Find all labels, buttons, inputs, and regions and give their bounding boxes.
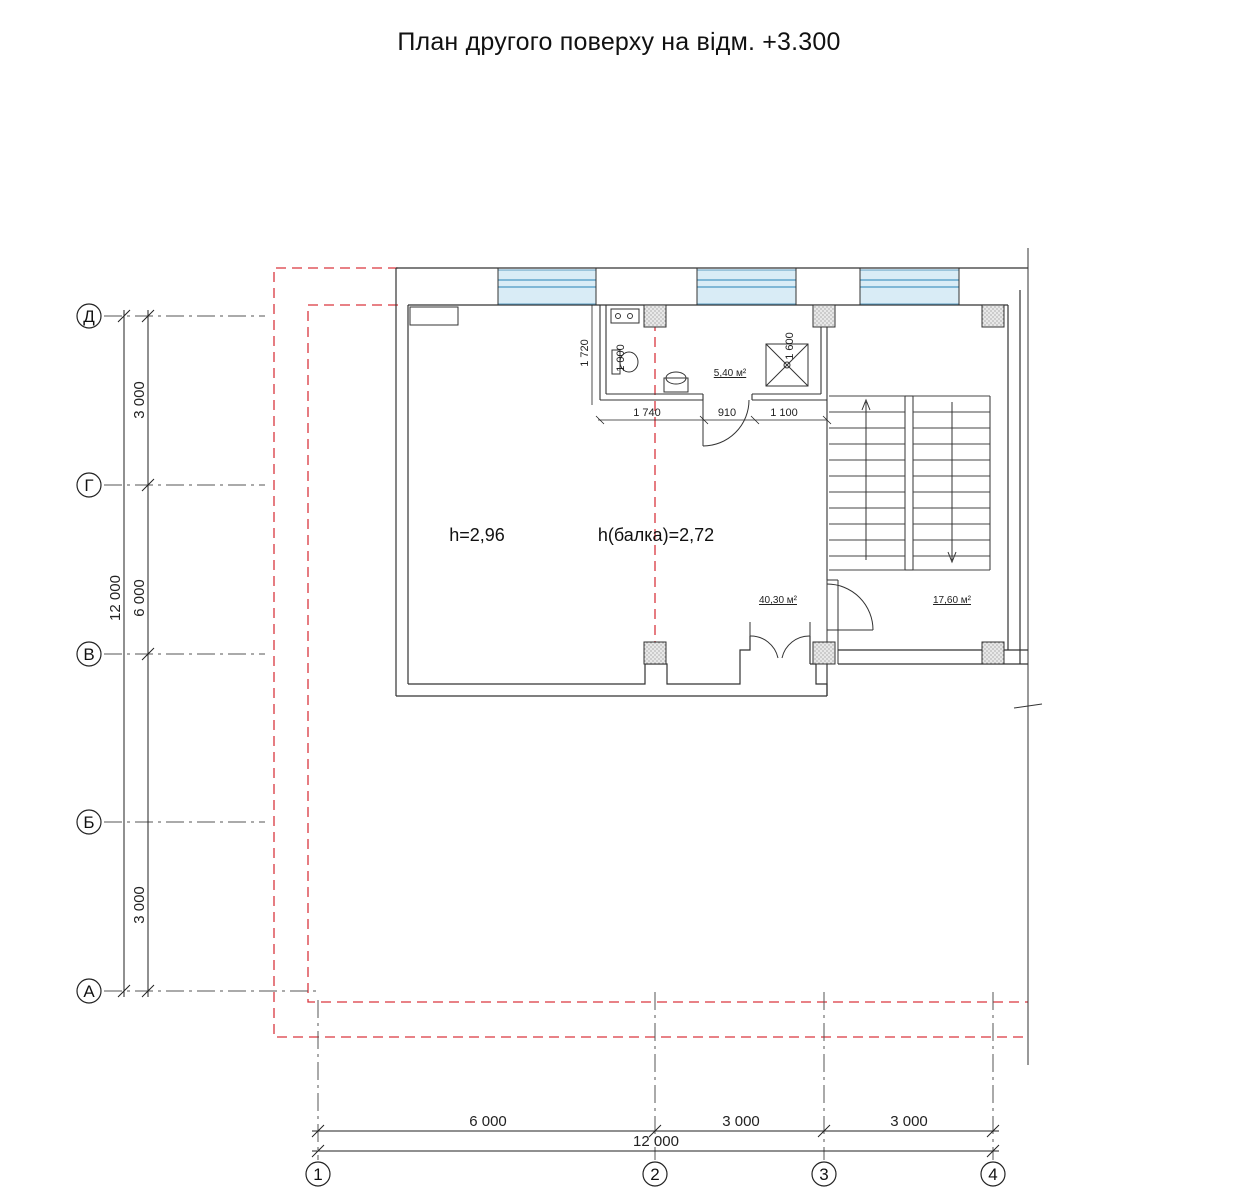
axis-row-d: Д	[83, 307, 95, 326]
staircase	[826, 395, 991, 664]
bottom-dimension-chain	[311, 1124, 1000, 1158]
building-edge	[1013, 248, 1043, 1065]
axis-row-b: Б	[83, 813, 94, 832]
dim-left-total: 12 000	[107, 575, 124, 621]
dim-left-6000: 6 000	[131, 579, 148, 617]
window-glazing-lines	[498, 279, 959, 288]
shower-fixture	[765, 343, 809, 387]
stair-direction-arrows	[861, 398, 957, 564]
plan-title: План другого поверху на відм. +3.300	[397, 28, 841, 56]
ceiling-height-label: h=2,96	[449, 525, 505, 545]
exterior-walls	[395, 267, 1028, 697]
cabinet	[409, 306, 459, 326]
axis-col-3: 3	[819, 1165, 828, 1184]
room-area-bathroom: 5,40 м²	[714, 368, 747, 379]
dim-left-3000-top: 3 000	[131, 381, 148, 419]
dim-bottom-3000-a: 3 000	[722, 1113, 760, 1130]
dim-left-3000-bottom: 3 000	[131, 886, 148, 924]
entrance-double-door	[749, 622, 811, 659]
dim-bottom-6000: 6 000	[469, 1113, 507, 1130]
dim-bathroom-height: 1 720	[579, 339, 591, 367]
axis-col-1: 1	[313, 1165, 322, 1184]
bathroom-dimensions	[591, 305, 832, 425]
room-area-stair: 17,60 м²	[933, 595, 972, 606]
top-wall-segments	[497, 268, 960, 305]
stair-treads	[829, 395, 990, 571]
sink-fixture	[610, 308, 640, 324]
stair-door	[826, 583, 874, 631]
toilet-fixture	[611, 349, 639, 375]
washbasin-fixture	[663, 371, 689, 393]
beam-height-label: h(балка)=2,72	[598, 525, 714, 545]
dim-bottom-3000-b: 3 000	[890, 1113, 928, 1130]
left-dimension-chain	[117, 309, 155, 998]
dim-wc-depth: 1 000	[615, 344, 627, 372]
structural-columns	[643, 304, 1005, 665]
lower-floor-outline	[273, 267, 1028, 1038]
room-area-hall: 40,30 м²	[759, 595, 798, 606]
dim-shower-depth: 1 600	[784, 332, 796, 360]
axis-grid-lines	[104, 315, 994, 1160]
axis-row-g: Г	[84, 476, 93, 495]
row-axis-markers	[76, 303, 102, 1004]
dim-bath-w2: 910	[718, 407, 736, 419]
axis-col-4: 4	[988, 1165, 997, 1184]
axis-row-v: В	[83, 645, 94, 664]
bathroom-door	[702, 399, 750, 447]
column-axis-markers	[305, 1161, 1006, 1187]
dim-bottom-total: 12 000	[633, 1133, 679, 1150]
axis-col-2: 2	[650, 1165, 659, 1184]
dim-bath-w3: 1 100	[770, 407, 798, 419]
axis-row-a: А	[83, 982, 95, 1001]
dim-bath-w1: 1 740	[633, 407, 661, 419]
